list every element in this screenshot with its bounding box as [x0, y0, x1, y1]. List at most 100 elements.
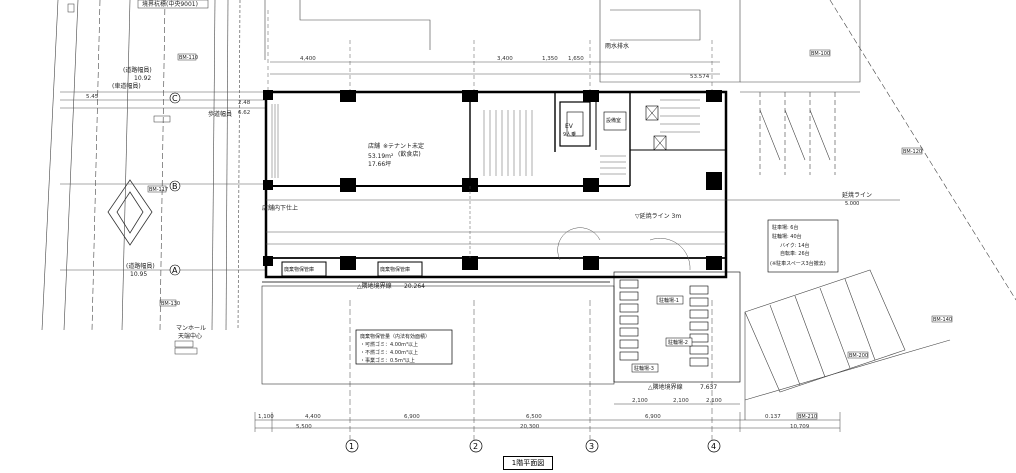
- crosswalk-diamond: [107, 179, 153, 246]
- road-width-top-label: (道路幅員): [123, 66, 152, 74]
- elevator-car: [566, 111, 584, 137]
- survey-marker: [67, 3, 75, 13]
- tag-bm140: BM-140: [933, 317, 952, 323]
- waste-label-1: 廃棄物保管庫: [284, 266, 314, 273]
- tag-bm120: BM-120: [903, 149, 922, 155]
- left-dim-lines: [60, 91, 265, 271]
- tag-bm110: BM-110: [179, 55, 198, 61]
- bottom-dim-1: 1,100: [258, 414, 274, 420]
- top-dim-2: 3,400: [497, 56, 513, 62]
- tag-bm117: BM-117: [149, 187, 168, 193]
- waste-capacity-1: ・可燃ゴミ：4.00m³以上: [360, 341, 418, 348]
- grid-column-markers: 1 2 3 4: [345, 439, 721, 453]
- parking-1-label: 駐輪場-1: [659, 297, 679, 304]
- bottom-dim-5: 6,900: [645, 414, 661, 420]
- sidewalk-label: 歩道幅員: [208, 110, 232, 118]
- bike-summary-3: バイク: 14台: [780, 242, 810, 249]
- road-lines: [41, 0, 241, 331]
- grid-col-1: 1: [349, 442, 354, 451]
- bike-summary-5: (※駐車スペース3台撤去): [770, 260, 826, 267]
- tag-bm130: BM-130: [161, 301, 180, 307]
- parking-2-label: 駐輪場-2: [668, 339, 688, 346]
- tag-bm100: BM-100: [811, 51, 830, 57]
- bottom-small-2: 2,100: [673, 398, 689, 404]
- shop-name: 店舗: [368, 142, 380, 150]
- waste-capacity-3: ・事業ゴミ：0.5m³以上: [360, 357, 415, 364]
- top-dim-1: 4,400: [300, 56, 316, 62]
- bottom-dim-row2-3: 10,709: [790, 424, 810, 430]
- bottom-dim-2: 4,400: [305, 414, 321, 420]
- grid-row-markers: C B A: [169, 92, 181, 276]
- neighbor-outlines: [264, 0, 1016, 301]
- bottom-dim-lines: [254, 300, 841, 440]
- grid-col-2: 2: [473, 442, 478, 451]
- corridor-lines: [266, 186, 726, 271]
- stair-hatch: [271, 99, 700, 178]
- grid-col-3: 3: [589, 442, 594, 451]
- shop-tenant: ※テナント未定: [383, 142, 424, 150]
- bicycle-parking: [613, 271, 741, 383]
- top-annotation: 境界杭標(中央9001): [142, 0, 198, 8]
- equipment-label: 設備室: [606, 117, 621, 124]
- bottom-dim-4: 6,500: [526, 414, 542, 420]
- dim-53574: 53.574: [690, 74, 710, 80]
- top-dim-lines: [267, 10, 720, 95]
- shop-area: 53.19m²: [368, 153, 394, 160]
- tag-bm200: BM-200: [849, 353, 868, 359]
- waste-capacity-box: [355, 329, 453, 365]
- building-walls: [263, 90, 728, 279]
- adjacent-value: 7.637: [700, 384, 717, 391]
- manhole-tag: [174, 340, 194, 348]
- waste-capacity-title: 廃棄物保管量（内法有効面積）: [360, 333, 430, 340]
- extension-line-note: ▽延焼ライン 3m: [635, 212, 681, 220]
- left-dim-3: 6.62: [238, 110, 250, 116]
- waste-room-2: [377, 261, 423, 277]
- ev-label: EV: [565, 123, 574, 130]
- waste-label-2: 廃棄物保管庫: [380, 266, 410, 273]
- top-annotation-frame: [137, 0, 209, 9]
- road-width-top-value: 10.92: [134, 75, 151, 82]
- bike-summary-2: 駐輪場: 40台: [772, 233, 802, 240]
- drain-note: 雨水排水: [605, 42, 629, 50]
- shop-note: (飲食店): [398, 150, 421, 158]
- grid-row-a: A: [172, 266, 178, 275]
- ev-note: 9人乗: [563, 131, 576, 138]
- shop-label-group: 店舗 ※テナント未定 53.19m² (飲食店) 17.66坪: [368, 142, 424, 168]
- box-x: [645, 105, 659, 121]
- parking-2-box: [665, 337, 693, 347]
- waste-room-1: [281, 261, 327, 277]
- road-width-bottom-value: 10.95: [130, 271, 147, 278]
- bottom-dim-row2-2: 20,300: [520, 424, 540, 430]
- bottom-small-4: 0.137: [765, 414, 781, 420]
- bottom-dim-row2-1: 5,500: [296, 424, 312, 430]
- grid-row-c: C: [172, 94, 178, 103]
- parking-summary-box: [767, 219, 839, 273]
- bottom-small-3: 2,100: [706, 398, 722, 404]
- bike-summary-4: 自転車: 26台: [780, 250, 810, 257]
- waste-capacity-2: ・不燃ゴミ：4.00m³以上: [360, 349, 418, 356]
- adjacent-line-right: △隣地境界線: [648, 383, 683, 391]
- grid-row-b: B: [172, 182, 178, 191]
- shop-tsubo: 17.66坪: [368, 160, 391, 168]
- left-dim-2: 2.48: [238, 100, 251, 106]
- bike-summary-1: 駐車場: 6台: [772, 224, 798, 231]
- extension-line-value: 5.000: [845, 201, 859, 207]
- manhole-note: 天端中心: [178, 332, 202, 340]
- floor-area-note: 20.264: [404, 283, 425, 290]
- tag-bm210: BM-210: [798, 414, 817, 420]
- elevator-shaft: [559, 101, 591, 147]
- car-parking: [726, 91, 951, 420]
- top-dim-4: 1,650: [568, 56, 584, 62]
- top-dim-3: 1,350: [542, 56, 558, 62]
- equipment-room: [603, 111, 627, 131]
- carriageway-label: (車道幅員): [112, 82, 141, 90]
- parking-3-box: [631, 363, 659, 373]
- box-x-2: [653, 135, 667, 151]
- parking-3-label: 駐輪場-3: [634, 365, 654, 372]
- left-tags: [147, 53, 197, 307]
- grid-col-4: 4: [711, 442, 716, 451]
- road-width-bottom-label: (道路幅員): [126, 262, 155, 270]
- parking-1-box: [656, 295, 684, 305]
- left-dim-1: 5.45: [86, 94, 99, 100]
